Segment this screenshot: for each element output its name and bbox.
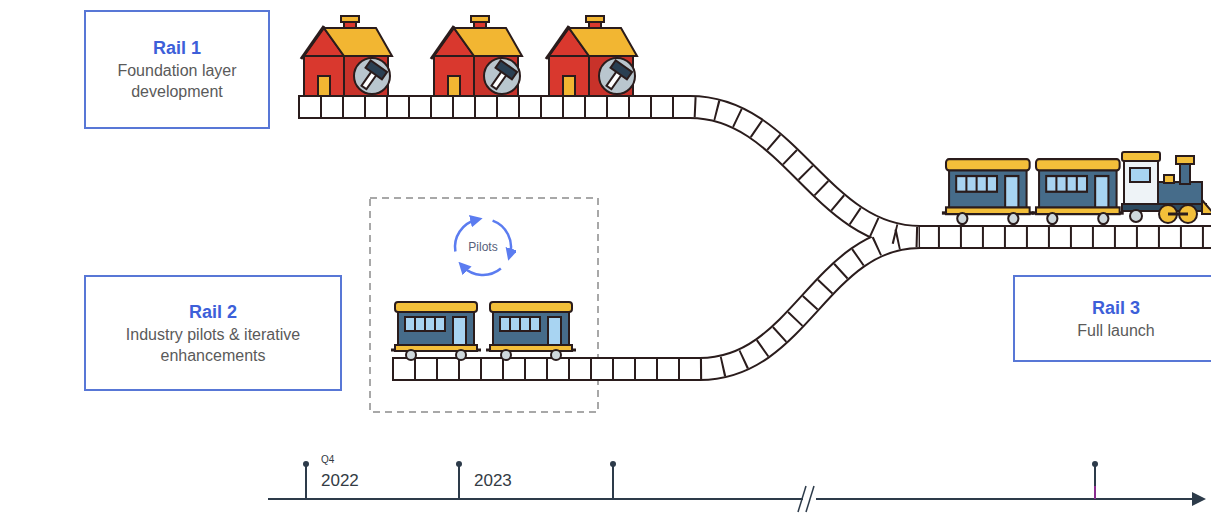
cycle-label: Pilots [468,240,497,254]
construction-house [301,16,392,96]
timeline-label: Q4 [321,455,334,465]
rail-label-box: Rail 1Foundation layer development [84,10,270,129]
launch-locomotive [1122,152,1211,223]
timeline-label: 2022 [321,472,359,489]
pilot-carriage [486,302,576,360]
rail-track [392,237,920,369]
timeline-axis [816,498,1196,500]
timeline-axis [458,465,460,499]
rail-title: Rail 1 [153,37,201,59]
timeline-axis [303,461,309,467]
rail-title: Rail 3 [1092,297,1140,319]
launch-carriage [1032,159,1124,224]
timeline-axis [268,498,803,500]
rail-track [298,107,1211,237]
rail-track [298,107,1211,237]
timeline-axis [305,465,307,499]
timeline-axis [268,461,1206,512]
launch-carriage [942,159,1034,224]
rail-label-box: Rail 2Industry pilots & iterative enhanc… [84,275,342,391]
timeline-axis [1192,492,1206,506]
launch-carriage [1032,159,1124,224]
launch-carriage [942,159,1034,224]
rail-description: Foundation layer development [112,60,242,102]
timeline-axis [610,461,616,467]
launch-locomotive [1122,152,1211,223]
timeline-label: 2023 [474,472,512,489]
timeline-axis [798,486,806,512]
rail-description: Industry pilots & iterative enhancements [112,324,314,366]
timeline-axis [1094,486,1096,499]
rail-title: Rail 2 [189,301,237,323]
rail-track [392,237,920,369]
timeline-axis [1094,465,1096,499]
construction-house [546,16,637,96]
rail-track [298,107,1211,237]
rail-label-box: Rail 3Full launch [1013,275,1211,362]
timeline-axis [612,465,614,499]
timeline-axis [806,486,814,512]
construction-house [431,16,522,96]
rail-description: Full launch [1077,320,1154,341]
rail-track [392,237,920,369]
cycle-arrow [463,266,501,275]
pilot-cycle: Pilots [450,214,516,280]
pilot-carriage [391,302,481,360]
timeline-axis [456,461,462,467]
timeline-axis [1092,461,1098,467]
